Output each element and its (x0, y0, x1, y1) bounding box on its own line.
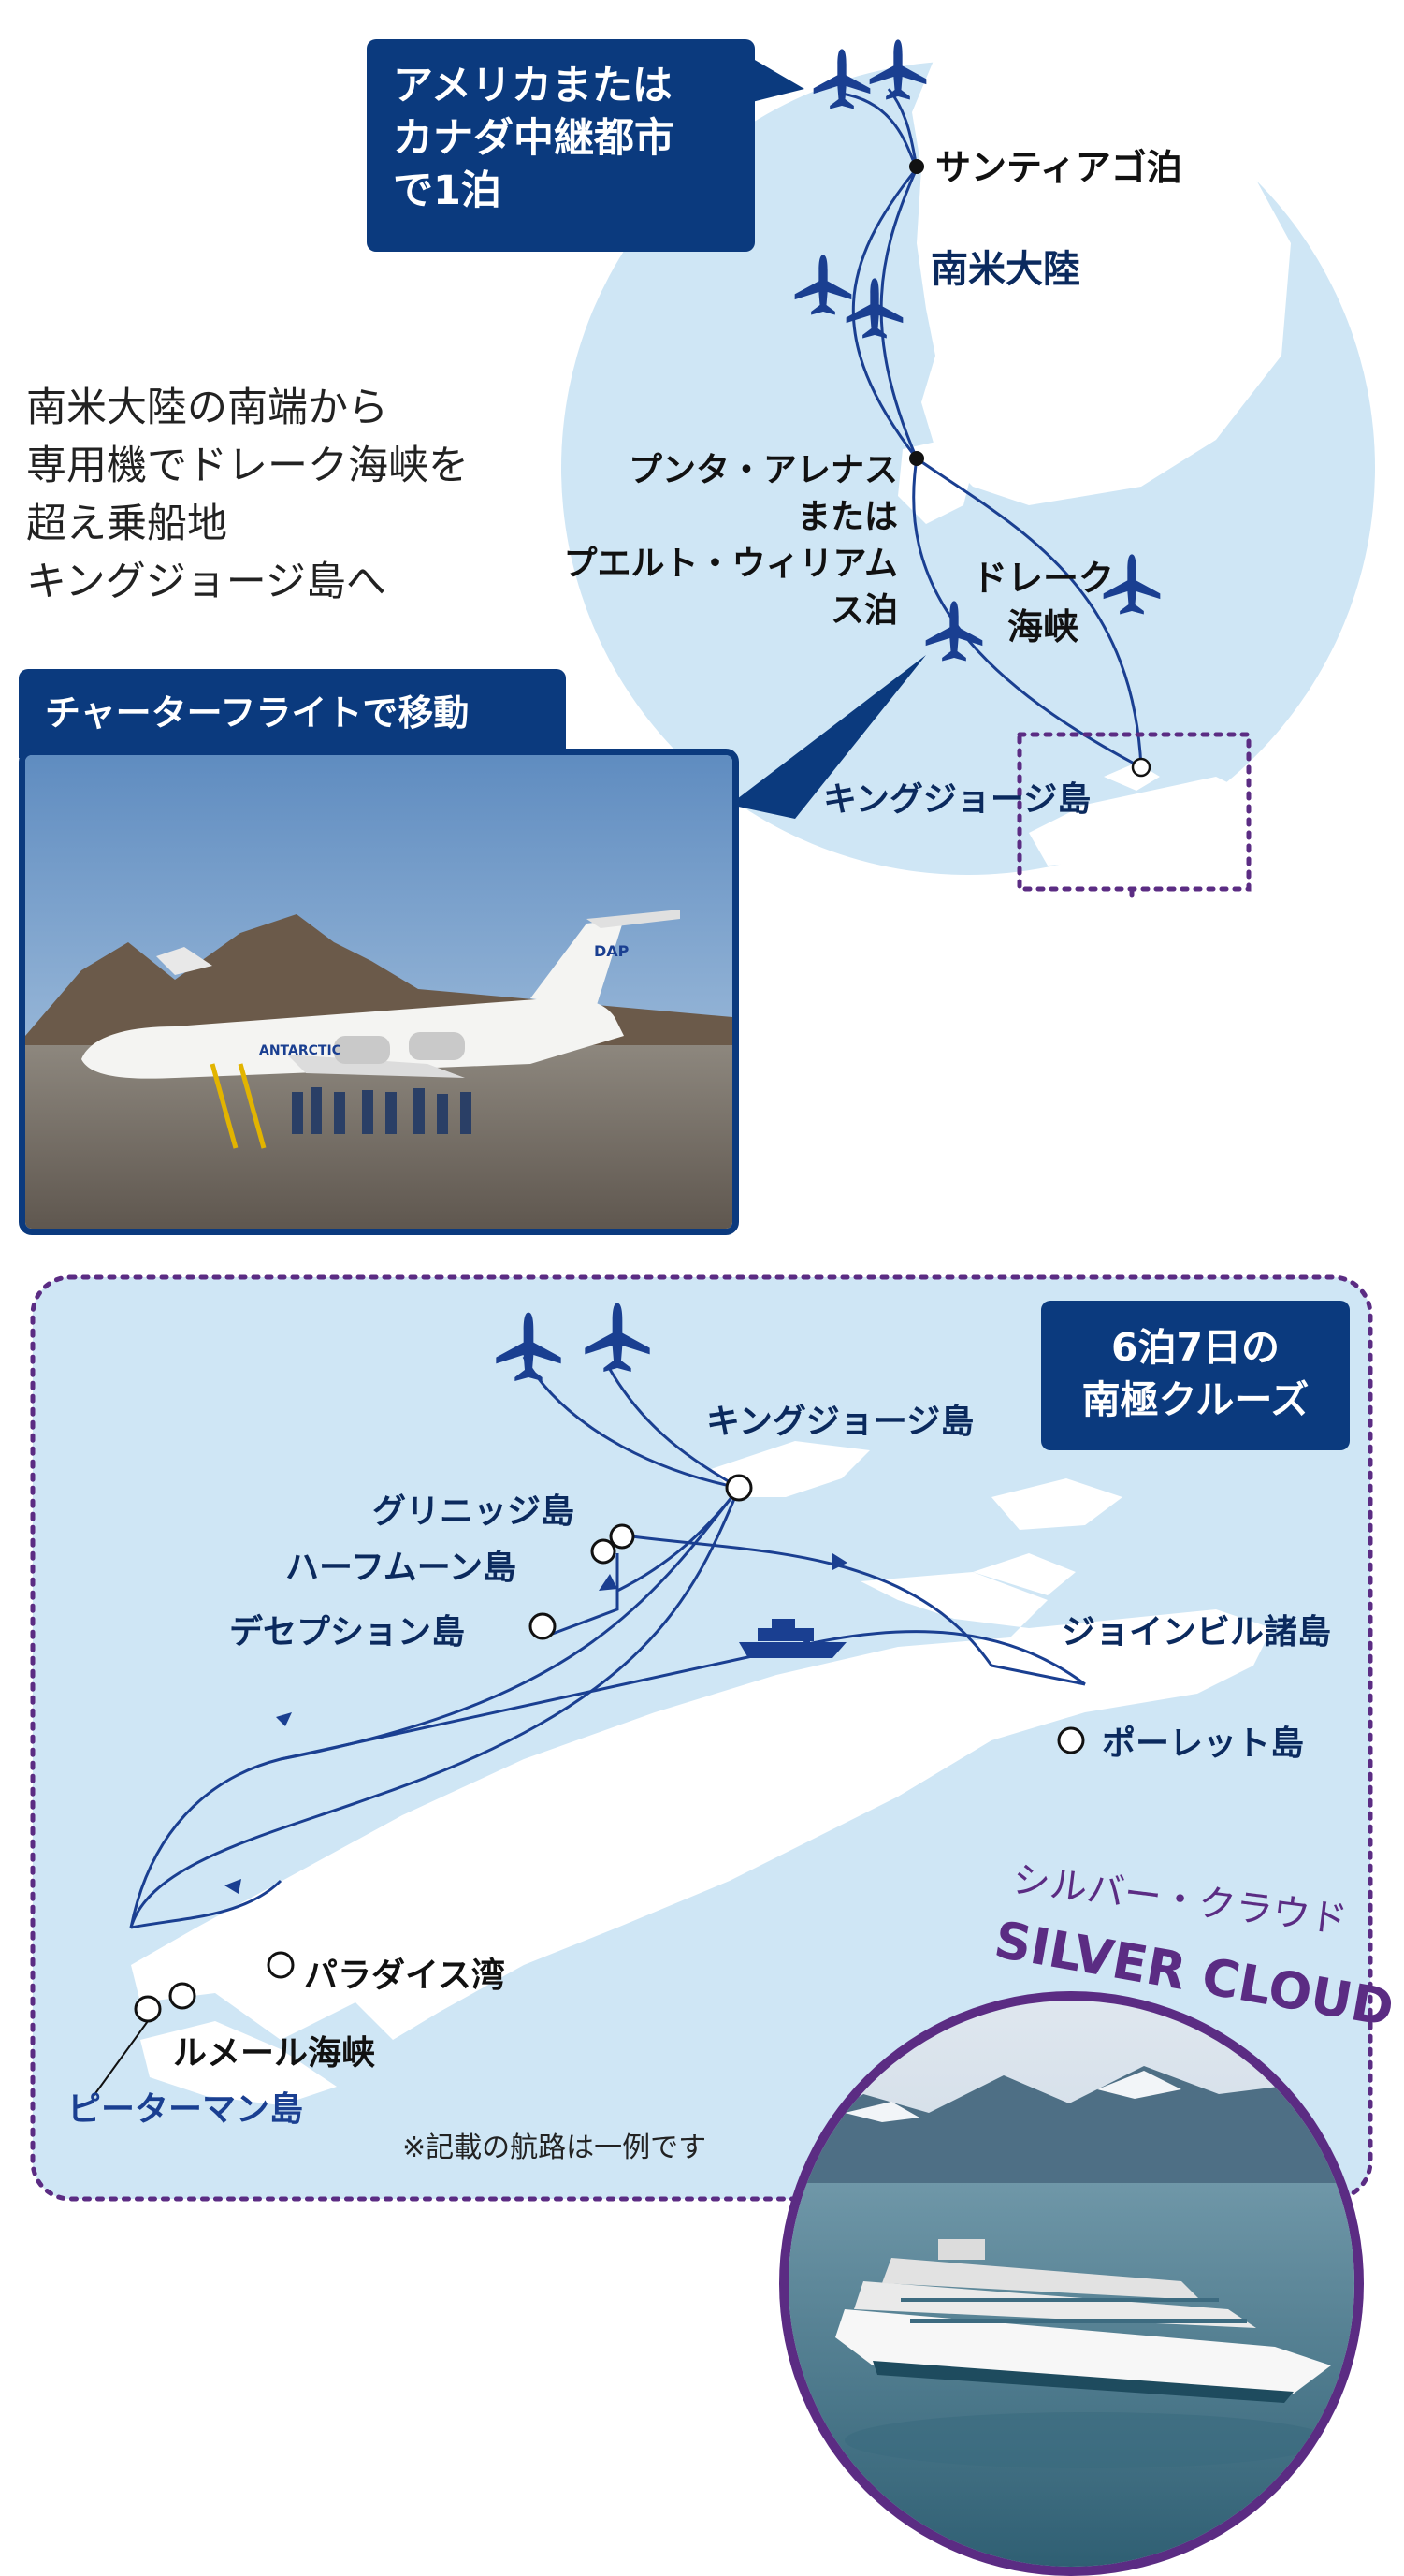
label-greenwich: グリニッジ島 (372, 1492, 575, 1531)
marker-petermann (134, 1995, 162, 2023)
charter-title-tab: チャーターフライトで移動 (19, 669, 566, 758)
cruise-area-marker (1017, 732, 1252, 892)
label-half-moon: ハーフムーン島 (285, 1549, 516, 1587)
label-paradise: パラダイス湾 (304, 1957, 505, 1995)
charter-plane-logo: DAP (594, 942, 630, 960)
marker-king-george (725, 1474, 753, 1502)
stopover-callout-text: アメリカまたは カナダ中継都市 で1泊 (393, 63, 674, 214)
cruise-callout: 6泊7日の 南極クルーズ (1041, 1301, 1350, 1450)
south-america-land (912, 37, 1291, 505)
label-south-america: 南米大陸 (931, 248, 1080, 291)
label-petermann: ピーターマン島 (67, 2090, 304, 2129)
label-deception: デセプション島 (229, 1613, 466, 1652)
label-santiago: サンティアゴ泊 (935, 147, 1182, 188)
label-lemaire: ルメール海峡 (173, 2034, 376, 2073)
antarctic-land (1029, 777, 1253, 866)
peninsula-land (131, 1441, 1272, 2105)
charter-title: チャーターフライトで移動 (45, 692, 470, 734)
charter-plane-side-text: ANTARCTIC (259, 1043, 341, 1058)
cruise-ship-icon (739, 1619, 847, 1658)
ship-photo (789, 2001, 1354, 2567)
label-punta-arenas: プンタ・アレナス または プエルト・ウィリアムス泊 (563, 451, 898, 630)
marker-half-moon (590, 1538, 616, 1565)
stopover-callout: アメリカまたは カナダ中継都市 で1泊 (367, 39, 755, 252)
charter-card: チャーターフライトで移動 DAP ANTARCTIC (19, 669, 739, 1235)
cruise-callout-text: 6泊7日の 南極クルーズ (1081, 1325, 1310, 1422)
label-king-george: キングジョージ島 (706, 1403, 975, 1441)
cruise-map (30, 1274, 1373, 2202)
label-drake-passage: ドレーク 海峡 (971, 558, 1114, 648)
ship-photo-image (789, 2001, 1354, 2567)
label-paulet: ポーレット島 (1102, 1725, 1305, 1763)
label-joinville: ジョインビル諸島 (1062, 1613, 1332, 1652)
marker-deception (528, 1612, 557, 1640)
charter-plane-photo: DAP ANTARCTIC (25, 755, 732, 1229)
charter-photo: DAP ANTARCTIC (19, 749, 739, 1235)
marker-paradise (267, 1951, 295, 1979)
route-note: ※記載の航路は一例です (402, 2132, 707, 2164)
label-king-george-top: キングジョージ島 (823, 780, 1092, 819)
marker-greenwich (609, 1523, 635, 1550)
marker-lemaire (168, 1982, 196, 2010)
overview-map (561, 37, 1375, 898)
marker-paulet (1057, 1726, 1085, 1754)
intro-text: 南米大陸の南端から 専用機でドレーク海峡を 超え乗船地 キングジョージ島へ (26, 385, 469, 605)
